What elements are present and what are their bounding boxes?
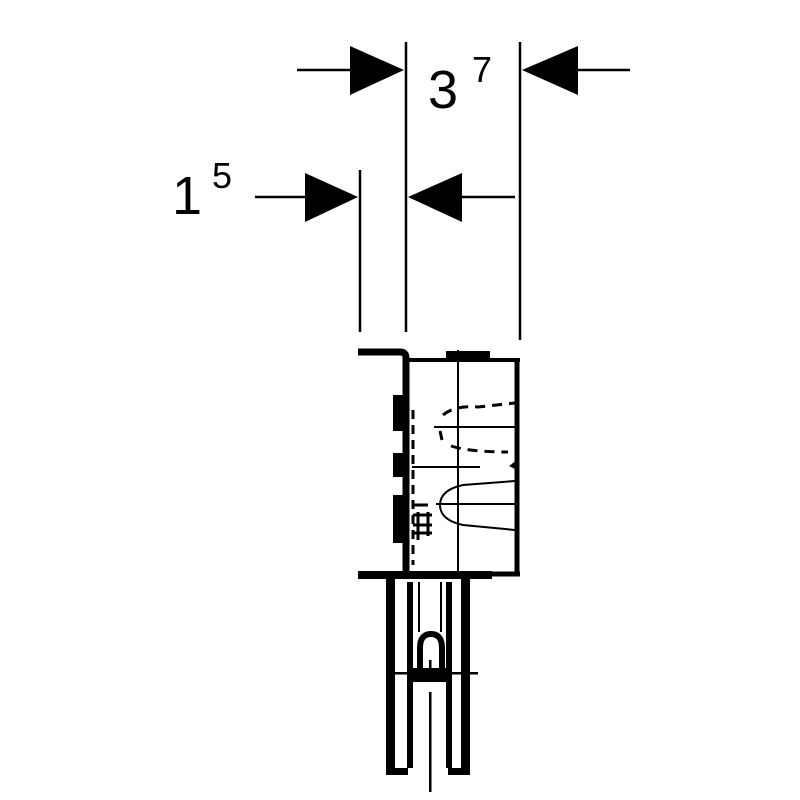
arrowhead-right [350, 46, 404, 95]
dimension-superscript: 7 [472, 49, 492, 90]
dashed-cistern-bottom [438, 430, 509, 454]
center-line [429, 692, 432, 792]
frame-section [358, 348, 520, 579]
bowl-outline [438, 480, 516, 531]
foot [448, 768, 470, 775]
wall-profile [386, 578, 478, 792]
thin-line [440, 582, 442, 632]
dimension-value: 3 [428, 60, 458, 120]
arrowhead-right [305, 173, 358, 222]
arrowhead-left [408, 173, 462, 222]
center-line [429, 660, 432, 670]
top-cap [446, 351, 490, 359]
thin-line [418, 582, 420, 632]
wall-block [393, 495, 403, 543]
dimension-superscript: 5 [212, 155, 232, 196]
wall-block [393, 395, 403, 431]
foot [386, 768, 408, 775]
dimension-value: 1 [172, 166, 202, 226]
wall-block [393, 453, 403, 477]
outer-rail-left [386, 578, 395, 774]
horizontal-line [386, 672, 478, 675]
arrowhead-left [522, 46, 578, 95]
fittings [413, 503, 432, 540]
extension-lines [358, 42, 522, 340]
dashed-cistern-top [442, 401, 516, 417]
marker [509, 460, 517, 470]
bottom-bar [358, 571, 492, 579]
arch-fitting [417, 630, 445, 668]
outer-rail-right [461, 578, 470, 774]
upper-dimension: 3 7 [297, 46, 630, 120]
frame-wall [358, 348, 410, 576]
connector-band [407, 668, 452, 682]
lower-dimension: 1 5 [172, 155, 515, 226]
